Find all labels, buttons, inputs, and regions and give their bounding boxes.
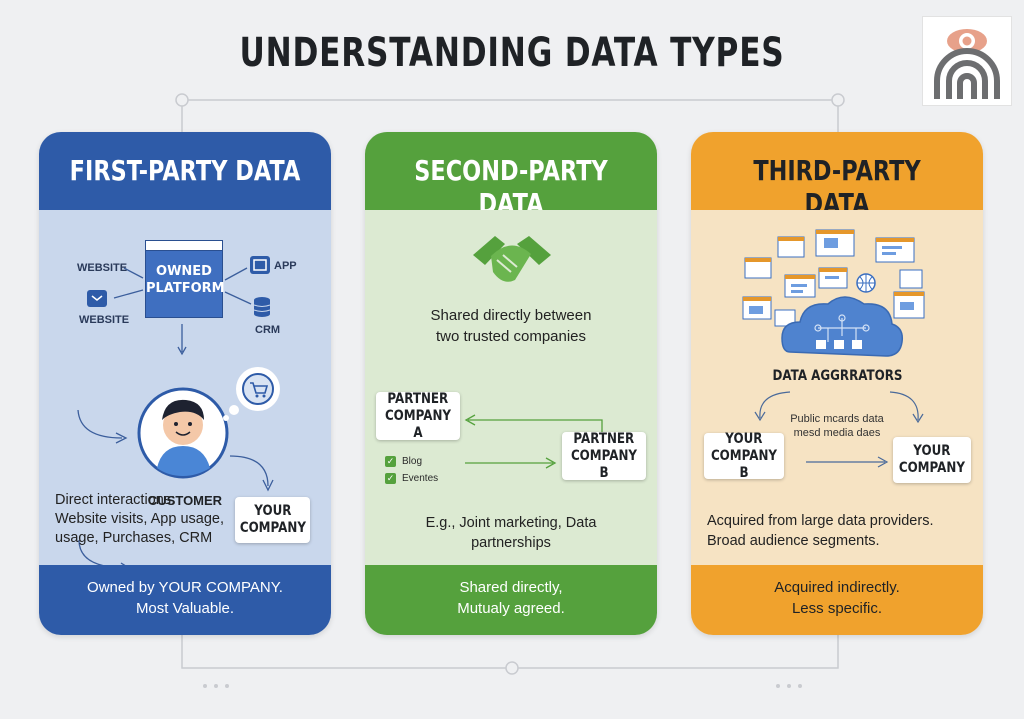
first-party-footer: Owned by YOUR COMPANY. Most Valuable. xyxy=(39,565,331,635)
chip-line: YOUR xyxy=(253,503,292,519)
checkbox-icon: ✓ xyxy=(385,473,396,484)
owned-platform-label: OWNED xyxy=(156,264,212,279)
second-party-footer-line: Mutualy agreed. xyxy=(457,600,565,617)
text-line: partnerships xyxy=(471,535,551,551)
second-party-footer: Shared directly, Mutualy agreed. xyxy=(365,565,657,635)
data-sources-caption: Public mcards data mesd media daes xyxy=(691,412,983,440)
app-label: APP xyxy=(274,260,297,272)
owned-platform-window: OWNED PLATFORM xyxy=(145,240,225,318)
description-line: Direct interactions: xyxy=(55,492,176,508)
chip-line: PARTNER xyxy=(573,430,635,447)
third-party-card: THIRD-PARTY DATA Acquired indirectly. Le… xyxy=(691,132,983,635)
chip-line: YOUR xyxy=(725,430,763,447)
description-line: usage, Purchases, CRM xyxy=(55,530,213,546)
description-line: Website visits, App usage, xyxy=(55,511,224,527)
third-party-footer-line: Acquired indirectly. xyxy=(774,579,900,596)
page-title: UNDERSTANDING DATA TYPES xyxy=(239,30,785,76)
chip-line: COMPANY xyxy=(239,520,306,536)
first-party-description: Direct interactions: Website visits, App… xyxy=(55,491,245,548)
checklist-label: Eventes xyxy=(402,473,439,484)
third-party-footer: Acquired indirectly. Less specific. xyxy=(691,565,983,635)
third-party-description: Acquired from large data providers. Broa… xyxy=(707,511,979,551)
partner-company-a-chip: PARTNER COMPANY A xyxy=(376,390,460,441)
first-party-footer-line: Most Valuable. xyxy=(135,600,235,617)
chip-line: COMPANY B xyxy=(710,447,778,481)
crm-label: CRM xyxy=(255,324,281,336)
your-company-chip: YOUR COMPANY xyxy=(235,497,310,543)
shared-directly-text: Shared directly between two trusted comp… xyxy=(365,305,657,347)
aggregators-text: DATA AGGRRATORS xyxy=(771,368,903,384)
description-line: Acquired from large data providers. xyxy=(707,513,934,529)
checkbox-icon: ✓ xyxy=(385,456,396,467)
chip-line: COMPANY B xyxy=(570,447,638,481)
your-company-chip: YOUR COMPANY xyxy=(893,437,971,483)
handshake-icon xyxy=(473,236,551,282)
caption-line: mesd media daes xyxy=(793,427,881,439)
checklist: ✓ Blog ✓ Eventes xyxy=(385,453,465,487)
eye-rainbow-logo-icon xyxy=(934,29,1000,99)
text-line: two trusted companies xyxy=(435,328,587,345)
chip-line: COMPANY xyxy=(898,460,966,476)
checklist-item: ✓ Blog xyxy=(385,453,465,470)
logo xyxy=(922,16,1012,106)
third-party-header: THIRD-PARTY DATA xyxy=(691,132,983,220)
second-party-card: SECOND-PARTY DATA Shared directly, Mutua… xyxy=(365,132,657,635)
chip-line: YOUR xyxy=(913,443,951,459)
data-aggregators-label: DATA AGGRRATORS xyxy=(691,368,983,384)
second-party-footer-line: Shared directly, xyxy=(459,579,563,596)
checklist-item: ✓ Eventes xyxy=(385,470,465,487)
second-party-heading: SECOND-PARTY DATA xyxy=(414,154,608,220)
text-line: E.g., Joint marketing, Data xyxy=(425,515,597,531)
app-icon xyxy=(250,256,270,274)
text-line: Shared directly between xyxy=(430,307,592,324)
description-line: Broad audience segments. xyxy=(707,533,880,549)
your-company-b-chip: YOUR COMPANY B xyxy=(704,430,784,481)
crm-database-icon xyxy=(253,296,271,318)
owned-platform-label: PLATFORM xyxy=(146,281,225,296)
first-party-heading: FIRST-PARTY DATA xyxy=(69,154,301,187)
second-party-example: E.g., Joint marketing, Data partnerships xyxy=(365,513,657,553)
first-party-diagram xyxy=(78,267,252,565)
website-label: WEBSITE xyxy=(77,262,128,274)
chip-line: PARTNER xyxy=(387,390,449,407)
caption-line: Public mcards data xyxy=(790,413,884,425)
first-party-footer-line: Owned by YOUR COMPANY. xyxy=(87,579,283,596)
customer-label: CUSTOMER xyxy=(147,493,223,508)
checklist-label: Blog xyxy=(402,456,423,467)
first-party-header: FIRST-PARTY DATA xyxy=(39,132,331,210)
partner-company-b-chip: PARTNER COMPANY B xyxy=(562,430,646,481)
second-party-body xyxy=(365,210,657,565)
second-party-header: SECOND-PARTY DATA xyxy=(365,132,657,220)
third-party-footer-line: Less specific. xyxy=(791,600,883,617)
website-label: WEBSITE xyxy=(79,314,130,326)
website-icon xyxy=(87,290,107,307)
chip-line: COMPANY A xyxy=(384,407,452,441)
